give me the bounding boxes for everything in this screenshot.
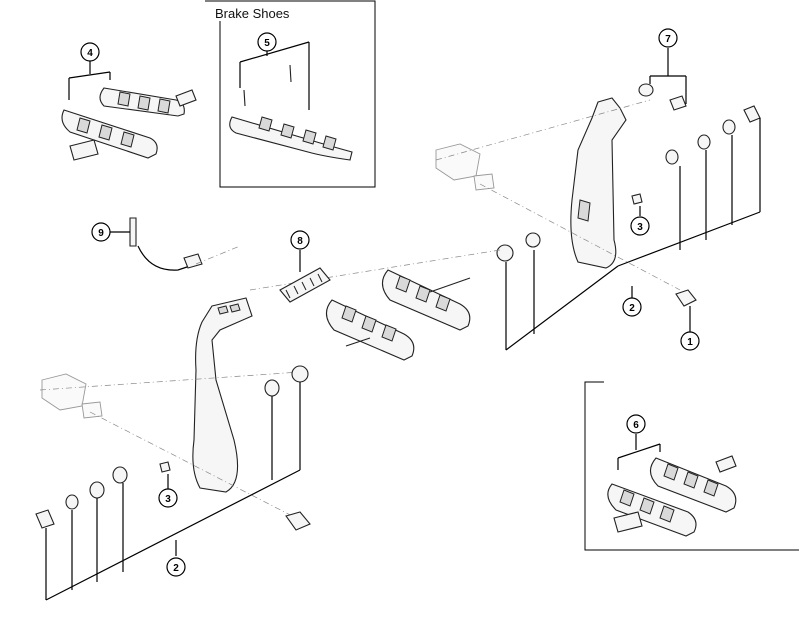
svg-text:4: 4 [87,48,93,59]
svg-text:8: 8 [297,236,303,247]
item-8-spring [279,250,331,303]
callout-8: 8 [290,230,310,250]
callout-6: 6 [626,414,646,434]
svg-text:3: 3 [637,222,643,233]
item-4-brake-shoe-pair [61,60,197,161]
callout-2-right: 2 [622,297,642,317]
svg-text:6: 6 [633,420,639,431]
callout-4: 4 [80,42,100,62]
item-6-brake-shoe-inset [584,381,799,551]
left-brake-arm [39,297,301,521]
callout-1: 1 [680,331,700,351]
svg-text:2: 2 [173,563,179,574]
callout-3-right: 3 [630,216,650,236]
callout-2-left: 2 [166,557,186,577]
svg-text:9: 9 [98,228,104,239]
callout-5: 5 [257,32,277,52]
callout-3-left: 3 [158,488,178,508]
svg-text:3: 3 [165,494,171,505]
right-hardware [496,48,761,351]
svg-text:2: 2 [629,303,635,314]
inset-title: Brake Shoes [215,6,290,21]
item-5-brake-shoe-inserts [229,41,353,161]
svg-text:7: 7 [665,34,671,45]
callout-7: 7 [658,28,678,48]
item-9-cable-pipe [110,217,241,271]
svg-text:1: 1 [687,337,693,348]
center-brake-shoes [249,249,501,361]
svg-text:5: 5 [264,38,270,49]
callout-9: 9 [91,222,111,242]
right-brake-arm [435,97,681,291]
left-hardware [35,365,311,601]
brake-shoes-inset: Brake Shoes [205,0,376,188]
